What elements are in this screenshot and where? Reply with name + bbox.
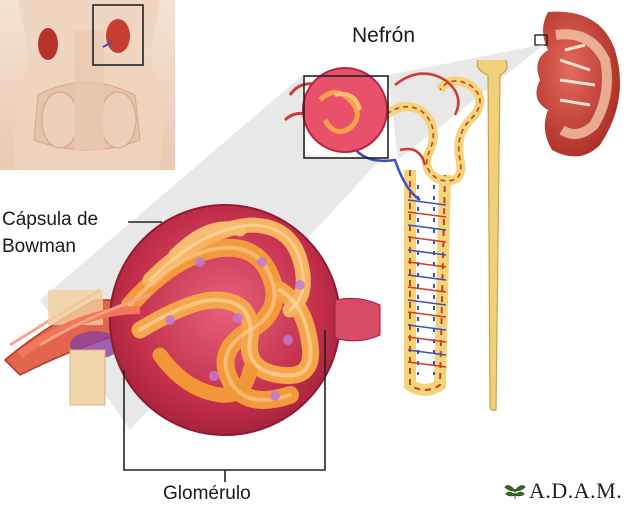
adam-logo-text: A.D.A.M. (529, 478, 622, 504)
glomerulo-label: Glomérulo (163, 483, 251, 505)
kidney-cross-section (535, 12, 620, 157)
body-inset (0, 0, 175, 170)
capsula-label-line2: Bowman (2, 233, 98, 260)
capsula-label-line1: Cápsula de (2, 206, 98, 233)
capsula-de-bowman-label: Cápsula de Bowman (2, 206, 98, 260)
adam-logo: A.D.A.M. (503, 478, 622, 504)
nefron-label: Nefrón (352, 24, 415, 48)
zoom-projection-kidney (388, 44, 545, 160)
leaf-icon (503, 481, 527, 501)
